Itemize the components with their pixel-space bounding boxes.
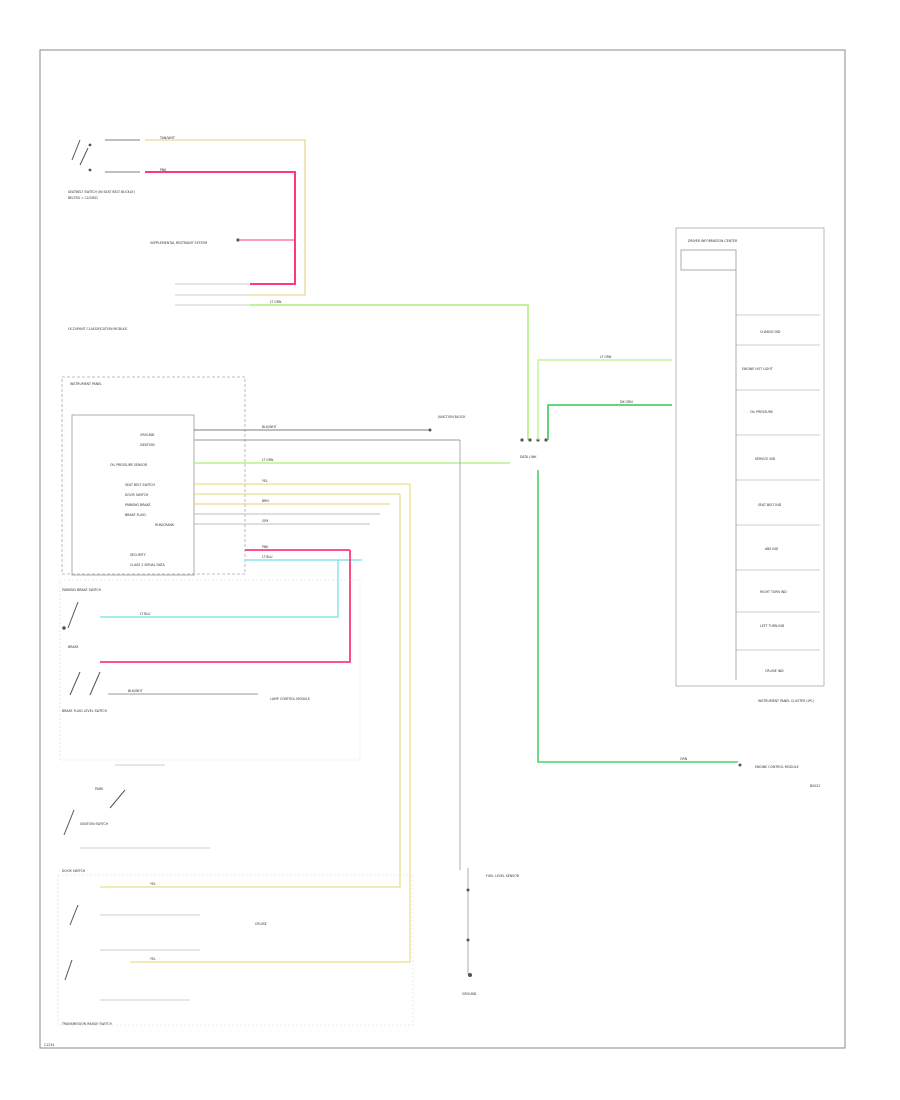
wire-label-lt-blu: LT BLU bbox=[262, 555, 273, 559]
wire-label-pink-2: PNK bbox=[262, 545, 269, 549]
wire-label-orn: ORN bbox=[680, 757, 688, 761]
cluster-item-6: RIGHT TURN IND bbox=[760, 590, 787, 594]
instrument-cluster-label: INSTRUMENT PANEL CLUSTER (IPC) bbox=[758, 699, 814, 703]
wire-label-dk-green: DK GRN bbox=[620, 400, 633, 404]
ground-label: GROUND bbox=[462, 992, 477, 996]
wire-label-tan: TAN/WHT bbox=[159, 136, 175, 140]
parking-brake-switch: PARKING BRAKE SWITCH LT BLU bbox=[62, 560, 339, 630]
instrument-panel-inner-box bbox=[71, 414, 195, 576]
cluster-item-5: ABS IND bbox=[765, 547, 779, 551]
engine-control-dot bbox=[738, 763, 742, 767]
wire-label-lt-blu-2: LT BLU bbox=[140, 612, 151, 616]
wire-label-pink: PNK bbox=[160, 168, 167, 172]
brake-switch-region bbox=[59, 579, 361, 761]
brake-fluid-switch: BRAKE BLK/WHT BRAKE FLUID LEVEL SWITCH L… bbox=[62, 550, 351, 713]
wire-green-right bbox=[547, 404, 672, 440]
occupant-module-label: OCCUPANT CLASSIFICATION MODULE bbox=[68, 327, 127, 331]
module-pin-labels: GROUND IGNITION OIL PRESSURE SENSOR SEAT… bbox=[110, 433, 175, 567]
data-link-connector: DATA LINK bbox=[520, 438, 548, 459]
seatbelt-switch: SEATBELT SWITCH (IN SEAT BELT BUCKLE) BE… bbox=[68, 139, 140, 200]
page-code: B0022 bbox=[810, 784, 820, 788]
module-pin-5: PARKING BRAKE bbox=[125, 503, 151, 507]
cluster-items: CHARGE IND ENGINE HOT LIGHT OIL PRESSURE… bbox=[736, 314, 820, 673]
transmission-region bbox=[57, 874, 414, 1026]
lamp-module-label: LAMP CONTROL MODULE bbox=[270, 697, 310, 701]
occupant-module: OCCUPANT CLASSIFICATION MODULE bbox=[68, 283, 250, 331]
wire-tan-top bbox=[145, 139, 306, 296]
wire-label-yel: YEL bbox=[262, 479, 268, 483]
wire-label-yel-2: YEL bbox=[150, 882, 156, 886]
ignition-switch-label: IGNITION SWITCH bbox=[80, 822, 109, 826]
parking-brake-label: PARKING BRAKE SWITCH bbox=[62, 588, 102, 592]
supplemental-restraint: SUPPLEMENTAL RESTRAINT SYSTEM bbox=[150, 238, 294, 245]
wire-label-brn: BRN bbox=[262, 499, 269, 503]
junction-dot bbox=[428, 428, 432, 432]
wire-label-lt-green: LT GRN bbox=[270, 300, 282, 304]
cluster-header-label: DRIVER INFORMATION CENTER bbox=[688, 239, 738, 243]
module-wires: BLK/WHT LT GRN YEL BRN GRY PNK LT BLU bbox=[194, 425, 510, 561]
instrument-cluster-box bbox=[675, 227, 825, 687]
wire-label-yel-3: YEL bbox=[150, 957, 156, 961]
brake-label: BRAKE bbox=[68, 645, 79, 649]
cluster-item-2: OIL PRESSURE bbox=[750, 410, 773, 414]
instrument-panel-box bbox=[61, 376, 246, 575]
wire-light-green-right bbox=[537, 359, 672, 440]
seatbelt-switch-label: SEATBELT SWITCH (IN SEAT BELT BUCKLE) bbox=[68, 190, 135, 194]
wire-label-lt-green-2: LT GRN bbox=[262, 458, 274, 462]
cluster-item-0: CHARGE IND bbox=[760, 330, 781, 334]
diagram-border bbox=[39, 49, 846, 1049]
junction-block-label: JUNCTION BLOCK bbox=[437, 415, 466, 419]
wire-green-down bbox=[537, 470, 738, 763]
cluster-box-label: INSTRUMENT PANEL bbox=[70, 382, 102, 386]
wire-light-green-top bbox=[250, 304, 529, 440]
module-pin-1: IGNITION bbox=[140, 443, 155, 447]
module-pin-2: OIL PRESSURE SENSOR bbox=[110, 463, 148, 467]
wire-label-gry: GRY bbox=[262, 519, 268, 523]
module-pin-9: CLASS 2 SERIAL DATA bbox=[130, 563, 166, 567]
ground-chain: FUEL LEVEL SENSOR GROUND bbox=[462, 868, 520, 996]
fuel-sender-label: FUEL LEVEL SENSOR bbox=[486, 874, 520, 878]
seatbelt-switch-sub: BELTED = CLOSED bbox=[68, 196, 98, 200]
door-switch-label: DOOR SWITCH bbox=[62, 869, 86, 873]
module-pin-6: BRAKE FLUID bbox=[125, 513, 146, 517]
cluster-item-4: SEAT BELT IND bbox=[758, 503, 782, 507]
cluster-item-8: CRUISE IND bbox=[765, 669, 784, 673]
cluster-item-3: SERVICE IND bbox=[755, 457, 776, 461]
data-link-label: DATA LINK bbox=[520, 455, 537, 459]
supplemental-restraint-label: SUPPLEMENTAL RESTRAINT SYSTEM bbox=[150, 241, 208, 245]
cruise-label: CRUISE bbox=[255, 922, 267, 926]
brake-fluid-label: BRAKE FLUID LEVEL SWITCH bbox=[62, 709, 108, 713]
wire-pink-top bbox=[145, 171, 296, 285]
engine-control-label: ENGINE CONTROL MODULE bbox=[755, 765, 799, 769]
module-pin-8: SECURITY bbox=[130, 553, 146, 557]
module-pin-3: SEAT BELT SWITCH bbox=[125, 483, 156, 487]
cluster-item-7: LEFT TURN IND bbox=[760, 624, 785, 628]
cluster-item-1: ENGINE HOT LIGHT bbox=[742, 367, 773, 371]
module-pin-0: GROUND bbox=[140, 433, 155, 437]
footer-code: C1234 bbox=[44, 1043, 54, 1047]
wire-label-blk-wht: BLK/WHT bbox=[262, 425, 277, 429]
cluster-header-box bbox=[680, 249, 737, 271]
transmission-switch: YEL YEL TRANSMISSION RANGE SWITCH CRUISE bbox=[61, 484, 411, 1026]
wire-label-blk-wht-2: BLK/WHT bbox=[128, 689, 143, 693]
parking-label: PARK bbox=[95, 787, 104, 791]
transmission-label: TRANSMISSION RANGE SWITCH bbox=[61, 1022, 112, 1026]
ignition-switch: PARK IGNITION SWITCH DOOR SWITCH bbox=[62, 764, 210, 873]
module-pin-7: RUN/CRANK bbox=[155, 523, 175, 527]
module-pin-4: DOOR SWITCH bbox=[125, 493, 149, 497]
wire-label-lt-green-3: LT GRN bbox=[600, 355, 612, 359]
